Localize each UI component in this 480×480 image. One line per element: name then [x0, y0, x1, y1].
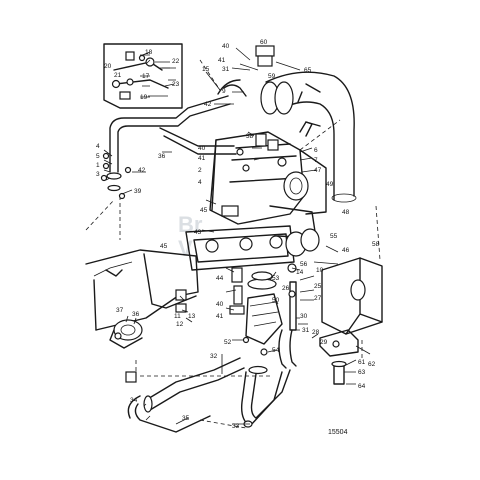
- callout: 4: [96, 143, 100, 150]
- callout: 25: [314, 283, 322, 290]
- callout: 19: [140, 94, 148, 101]
- callout: 52: [224, 339, 232, 346]
- callout: 65: [304, 67, 312, 74]
- callout: 7: [314, 157, 318, 164]
- callout: 62: [368, 361, 376, 368]
- callout: 15: [202, 66, 210, 73]
- thermostat-assembly: [229, 263, 297, 369]
- callout: 37: [116, 307, 124, 314]
- callout: 53: [272, 275, 280, 282]
- callout: 13: [188, 313, 196, 320]
- callout: 18: [145, 49, 153, 56]
- exhaust-manifold: [209, 119, 341, 225]
- callout: 38: [246, 133, 254, 140]
- callout: 46: [342, 247, 350, 254]
- callout: 14: [296, 269, 304, 276]
- callout: 48: [342, 209, 350, 216]
- seawater-pump: [109, 319, 143, 383]
- callout: 44: [216, 275, 224, 282]
- lower-hoses: [127, 357, 347, 433]
- callout: 40: [198, 145, 206, 152]
- callout: 22: [172, 58, 180, 65]
- leader-lines: [103, 47, 371, 425]
- callout: 45: [200, 207, 208, 214]
- callout: 29: [320, 339, 328, 346]
- breather-hose: [85, 59, 247, 240]
- callout: 32: [210, 353, 218, 360]
- drawing-number: 15504: [328, 429, 348, 436]
- callout: 49: [326, 181, 334, 188]
- callout: 50: [272, 297, 280, 304]
- callout: 41: [216, 313, 224, 320]
- callout: 60: [260, 39, 268, 46]
- callout: 6: [314, 147, 318, 154]
- callout: 47: [314, 167, 322, 174]
- callout: 54: [272, 347, 280, 354]
- callout: 36: [158, 153, 166, 160]
- callout: 12: [176, 321, 184, 328]
- callout: 42: [204, 101, 212, 108]
- callout: 31: [302, 327, 310, 334]
- exhaust-elbow: [239, 45, 357, 203]
- callout-labels: 18 20 22 21 17 23 19 15 40 41 31 9 42 60…: [96, 39, 380, 430]
- callout: 33: [232, 423, 240, 430]
- callout: 10: [316, 267, 324, 274]
- linkage-detail-inset: [103, 43, 183, 109]
- callout: 28: [312, 329, 320, 336]
- callout: 56: [300, 261, 308, 268]
- left-fasteners: [100, 152, 132, 200]
- callout: 2: [198, 167, 202, 174]
- pump-housing: [319, 205, 383, 360]
- callout: 58: [372, 241, 380, 248]
- callout: 61: [358, 359, 366, 366]
- callout: 20: [104, 63, 112, 70]
- callout: 17: [142, 73, 150, 80]
- callout: 39: [134, 188, 142, 195]
- callout: 43: [194, 229, 202, 236]
- callout: 59: [268, 73, 276, 80]
- watermark-line-2: V: [178, 236, 193, 261]
- callout: 23: [172, 81, 180, 88]
- watermark-line-1: Br: [178, 212, 203, 237]
- callout: 42: [138, 167, 146, 174]
- callout: 11: [174, 313, 181, 320]
- callout: 36: [132, 311, 140, 318]
- callout: 40: [222, 43, 230, 50]
- callout: 45: [160, 243, 168, 250]
- callout: 35: [182, 415, 190, 422]
- callout: 30: [300, 313, 308, 320]
- callout: 3: [96, 171, 100, 178]
- callout: 26: [282, 285, 290, 292]
- callout: 31: [222, 66, 230, 73]
- callout: 9: [222, 88, 226, 95]
- callout: 21: [114, 72, 122, 79]
- engine-block-outline: [85, 249, 199, 331]
- callout: 55: [330, 233, 338, 240]
- callout: 5: [96, 153, 100, 160]
- callout: 41: [198, 155, 206, 162]
- callout: 40: [216, 301, 224, 308]
- callout: 27: [314, 295, 322, 302]
- callout: 4: [198, 179, 202, 186]
- callout: 1: [96, 162, 100, 169]
- riser-flange: [185, 205, 320, 271]
- callout: 41: [218, 57, 226, 64]
- callout: 34: [130, 397, 138, 404]
- callout: 64: [358, 383, 366, 390]
- callout: 63: [358, 369, 366, 376]
